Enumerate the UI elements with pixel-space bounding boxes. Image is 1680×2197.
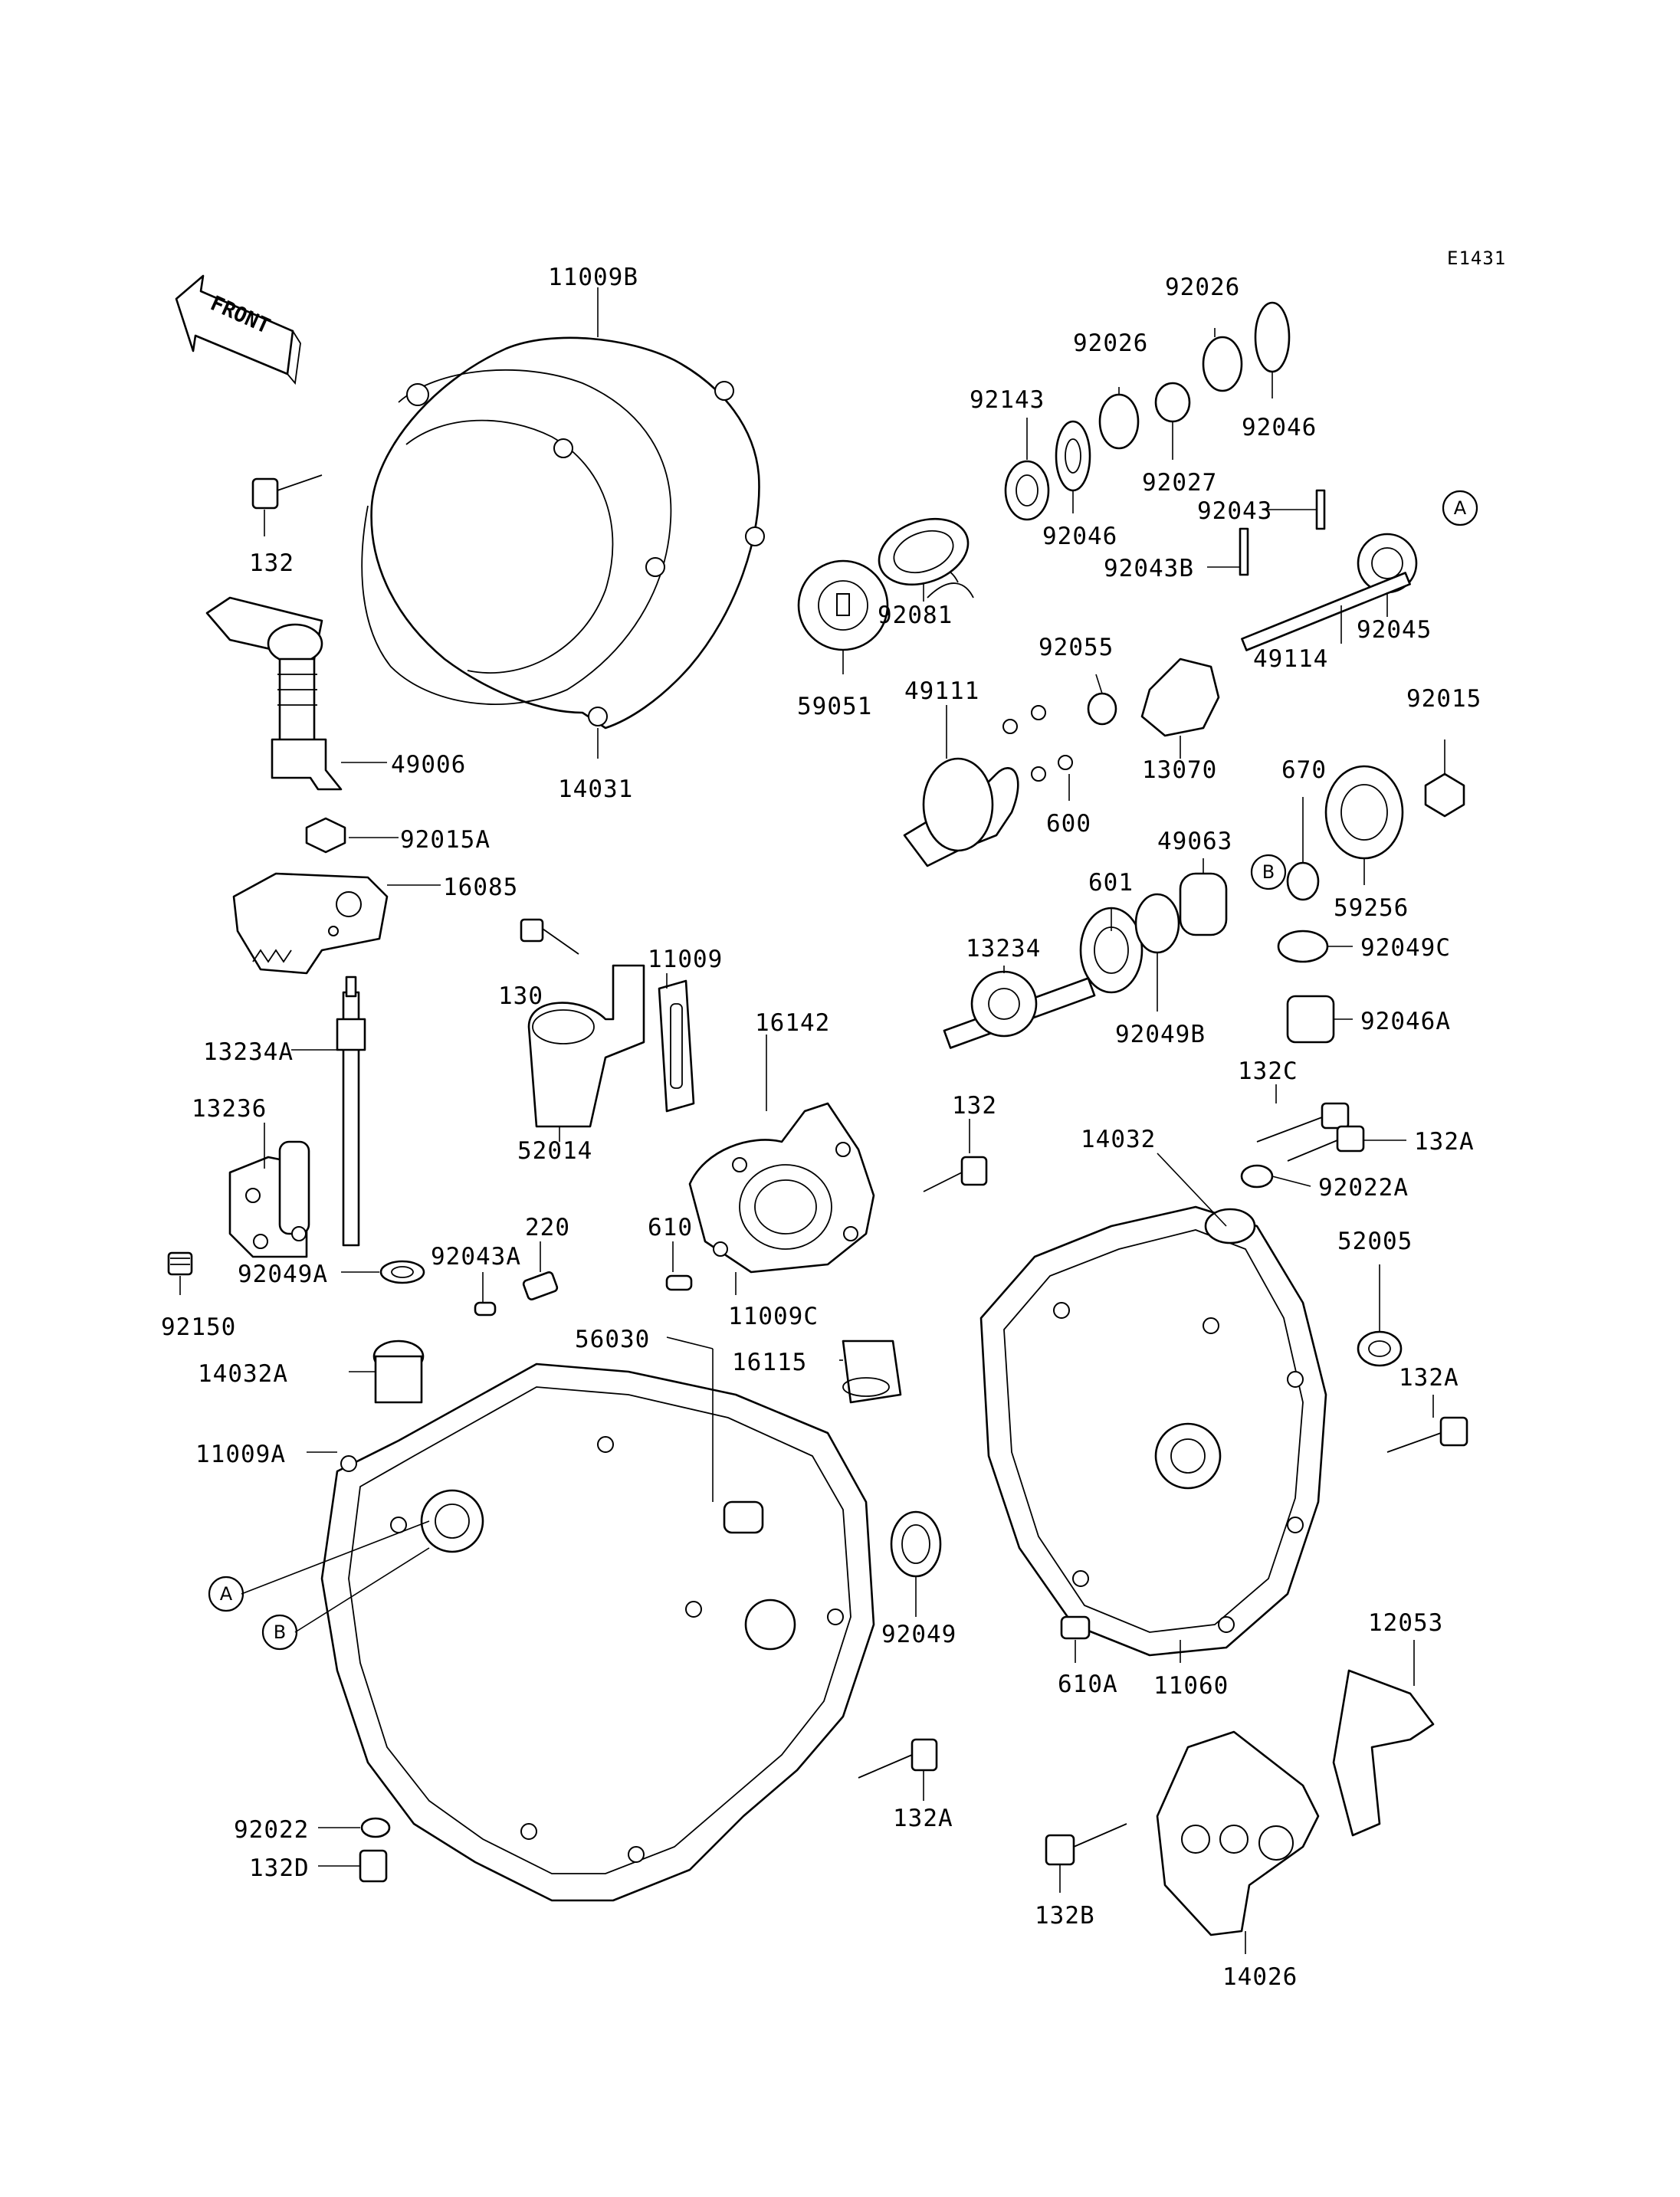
label-56030: 56030 (575, 1326, 650, 1353)
label-59051: 59051 (797, 693, 872, 720)
kick-arm-drawing (232, 872, 389, 975)
label-220: 220 (525, 1214, 570, 1241)
label-92022A: 92022A (1318, 1174, 1409, 1202)
label-49063: 49063 (1157, 828, 1232, 855)
shift-shaft-drawing (336, 976, 366, 1247)
lever-drawing (228, 1140, 310, 1258)
label-92045: 92045 (1357, 616, 1432, 644)
label-11060: 11060 (1153, 1672, 1229, 1700)
label-92049B: 92049B (1115, 1021, 1206, 1048)
label-92046-top: 92046 (1242, 414, 1317, 441)
label-92043: 92043 (1197, 497, 1272, 525)
label-610A: 610A (1058, 1671, 1118, 1698)
label-92055: 92055 (1039, 634, 1114, 661)
label-11009C: 11009C (728, 1303, 819, 1330)
label-92022: 92022 (234, 1816, 309, 1844)
label-14026: 14026 (1222, 1963, 1298, 1991)
label-92015A: 92015A (400, 826, 491, 854)
label-132D: 132D (249, 1854, 310, 1882)
label-610: 610 (648, 1214, 693, 1241)
diagram-code: E1431 (1447, 248, 1506, 269)
crankcase-cover-drawing (320, 1340, 942, 1902)
label-92027: 92027 (1142, 469, 1217, 497)
right-cover-drawing (979, 1102, 1468, 1657)
label-49111: 49111 (904, 677, 979, 705)
label-132A-right: 132A (1399, 1364, 1459, 1392)
kick-shaft-drawing (205, 596, 343, 791)
label-11009A: 11009A (195, 1441, 286, 1468)
label-14031: 14031 (558, 776, 633, 803)
label-601: 601 (1088, 869, 1134, 897)
ref-a-top: A (1442, 490, 1478, 526)
label-600: 600 (1046, 810, 1091, 838)
label-92049: 92049 (881, 1621, 956, 1648)
part-labels: 11009B 132 49006 14031 92015A 16085 1323… (161, 264, 1481, 1991)
label-132C: 132C (1238, 1058, 1298, 1085)
label-49114: 49114 (1253, 645, 1328, 673)
leader-lines (179, 287, 1445, 1954)
label-11009: 11009 (648, 946, 723, 973)
label-52005: 52005 (1337, 1228, 1413, 1255)
label-92046A: 92046A (1360, 1008, 1451, 1035)
label-14032A: 14032A (198, 1360, 288, 1388)
label-92043A: 92043A (431, 1243, 521, 1271)
label-132-b: 132 (952, 1092, 997, 1120)
label-92150: 92150 (161, 1313, 236, 1341)
label-92026: 92026 (1073, 330, 1148, 357)
label-13234A: 13234A (203, 1038, 294, 1066)
label-92046: 92046 (1042, 523, 1117, 550)
label-92043B: 92043B (1104, 555, 1194, 582)
shaft-train-drawing (797, 301, 1465, 1049)
label-132A-top: 132A (1414, 1128, 1475, 1156)
label-13234: 13234 (966, 935, 1041, 962)
label-49006: 49006 (391, 751, 466, 779)
small-parts-left (167, 474, 559, 1317)
water-pump-drawing (520, 918, 988, 1291)
label-92049A: 92049A (238, 1261, 328, 1288)
label-132-a: 132 (249, 549, 294, 577)
front-arrow-icon: FRONT (175, 274, 301, 385)
clutch-cover-drawing (361, 336, 765, 730)
label-132A-bottom: 132A (893, 1805, 953, 1832)
label-130: 130 (498, 982, 543, 1010)
label-92049C: 92049C (1360, 934, 1451, 962)
bracket-drawing (1045, 1669, 1435, 1936)
label-670: 670 (1281, 756, 1327, 784)
label-132B: 132B (1035, 1902, 1095, 1930)
label-92015: 92015 (1406, 685, 1481, 713)
svg-text:A: A (220, 1583, 233, 1605)
label-11009B: 11009B (548, 264, 638, 291)
svg-text:B: B (1262, 861, 1275, 883)
label-16085: 16085 (443, 874, 518, 901)
ref-b-bottom: B (261, 1614, 298, 1651)
label-14032: 14032 (1081, 1126, 1156, 1153)
label-13236: 13236 (192, 1095, 267, 1123)
svg-text:A: A (1454, 497, 1467, 519)
ref-b-top: B (1250, 854, 1287, 890)
label-16115: 16115 (732, 1349, 807, 1376)
label-92081: 92081 (878, 602, 953, 629)
svg-text:B: B (274, 1622, 286, 1643)
label-52014: 52014 (517, 1137, 592, 1165)
label-59256: 59256 (1334, 894, 1409, 922)
label-13070: 13070 (1142, 756, 1217, 784)
label-16142: 16142 (755, 1009, 830, 1037)
ref-a-bottom: A (208, 1576, 244, 1612)
label-12053: 12053 (1368, 1609, 1443, 1637)
label-92026-top: 92026 (1165, 274, 1240, 301)
label-92143: 92143 (970, 386, 1045, 414)
